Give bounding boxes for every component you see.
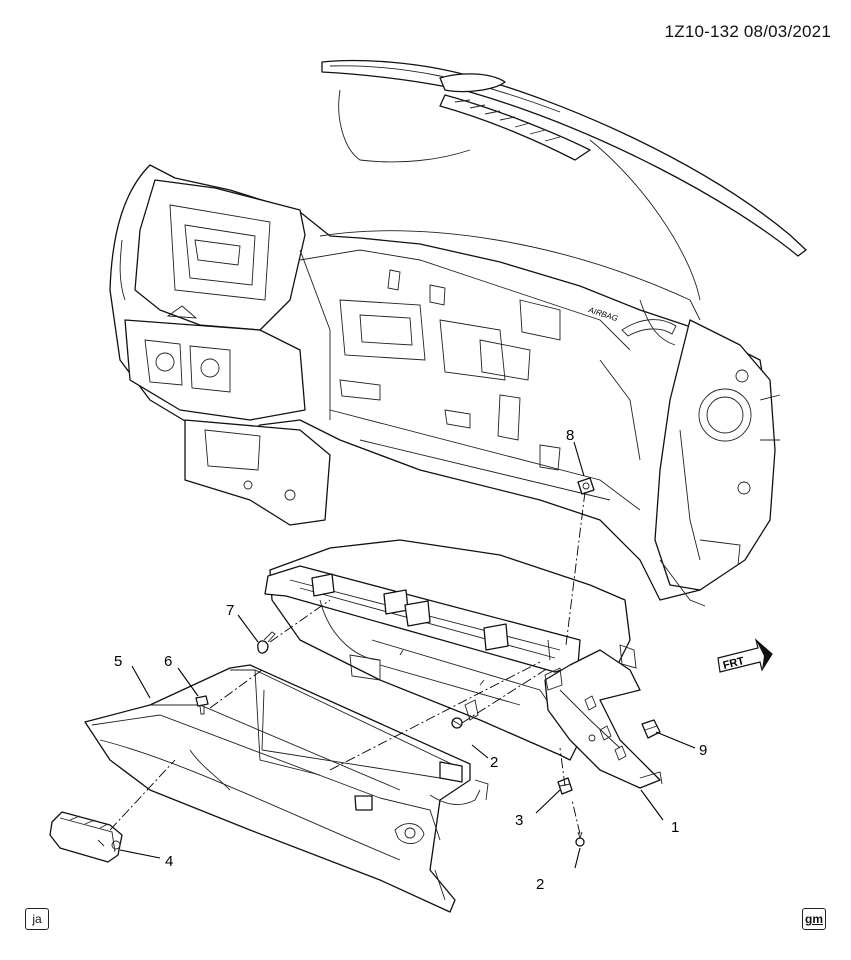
glove-box-housing xyxy=(264,539,663,789)
instrument-panel: AIRBAG xyxy=(109,59,807,607)
screw-2-upper xyxy=(451,717,463,729)
assembly-centerlines xyxy=(109,491,586,835)
screw-2-lower xyxy=(575,831,585,847)
callout-9: 9 xyxy=(699,742,707,759)
callout-2-upper: 2 xyxy=(490,754,498,771)
bolt-7 xyxy=(257,631,276,654)
front-direction-arrow-icon: FRT xyxy=(717,638,773,673)
gm-logo-icon: gm xyxy=(802,908,826,930)
document-id: 1Z10-132 08/03/2021 xyxy=(664,22,831,41)
callout-1: 1 xyxy=(671,819,679,836)
screw-6 xyxy=(195,695,209,715)
callout-5: 5 xyxy=(114,653,122,670)
callout-7: 7 xyxy=(226,602,234,619)
ja-badge-icon: ja xyxy=(25,908,49,930)
callout-4: 4 xyxy=(165,853,173,870)
callout-2-lower: 2 xyxy=(536,876,544,893)
clip-nut-8 xyxy=(577,477,595,495)
front-arrow-label: FRT xyxy=(722,655,746,672)
callout-6: 6 xyxy=(164,653,172,670)
glove-box-latch xyxy=(49,811,123,863)
callout-3: 3 xyxy=(515,812,523,829)
callout-labels: 1 2 2 3 4 5 6 7 8 9 xyxy=(114,427,707,893)
leader-lines xyxy=(119,441,696,869)
clip-9 xyxy=(641,719,661,739)
glove-box-door xyxy=(84,664,489,913)
callout-8: 8 xyxy=(566,427,574,444)
